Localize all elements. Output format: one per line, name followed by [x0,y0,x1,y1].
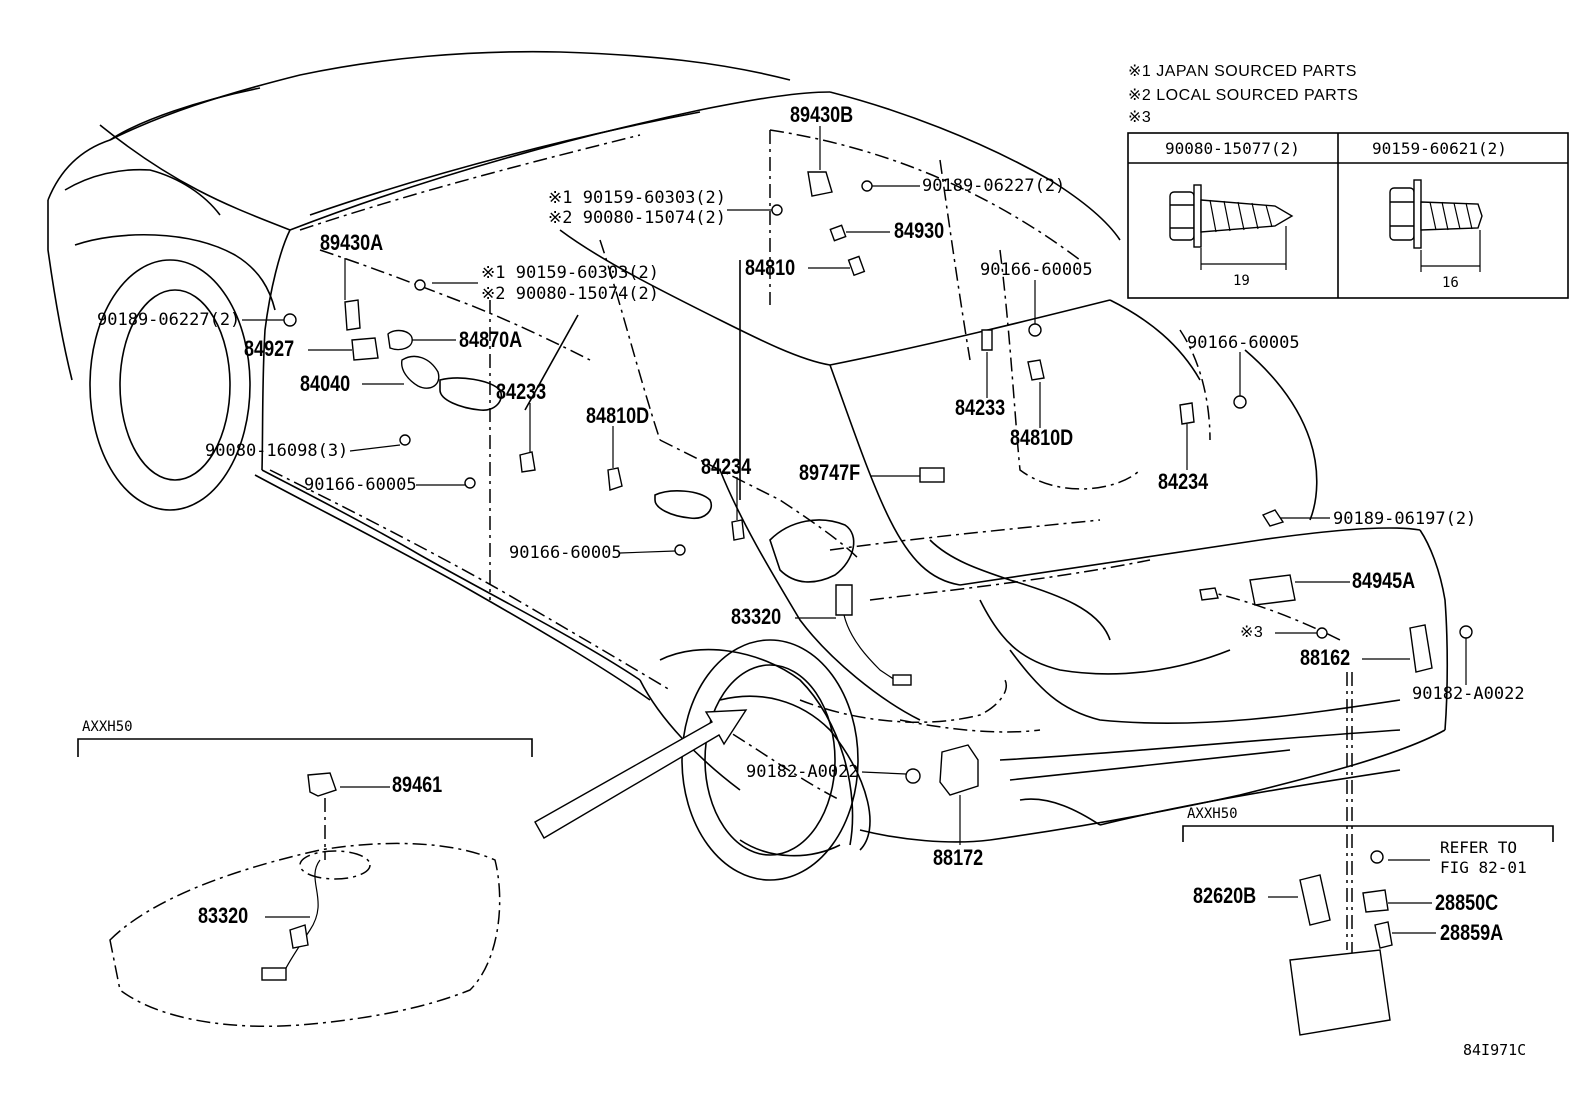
left-inset-tank [77,738,533,1027]
callout-84234-right: 84234 [1158,469,1209,494]
callout-90166-60005-d: 90166-60005 [1187,333,1300,353]
callout-28850C: 28850C [1435,890,1499,915]
callout-84040: 84040 [300,371,351,396]
bolt-table-col2-part: 90159-60621(2) [1372,139,1507,158]
callout-82620B: 82620B [1193,883,1257,908]
refer-to-label: REFER TO [1440,838,1518,857]
callout-90166-60005-c: 90166-60005 [980,260,1093,280]
right-inset-battery [1182,825,1554,1036]
front-wheel [681,639,859,881]
bolt-table-frame [1127,132,1569,299]
callout-90159-60303-upper: ※1 90159-60303(2) [548,188,727,208]
callout-84233-right: 84233 [955,395,1006,420]
callout-88172: 88172 [933,845,984,870]
callout-90166-60005-a: 90166-60005 [304,475,417,495]
inset-left-model: AXXH50 [82,719,133,735]
callout-28859A: 28859A [1440,920,1504,945]
rear-wheel [89,259,251,511]
callout-84870A: 84870A [459,327,523,352]
refer-fig-label: FIG 82-01 [1440,858,1527,877]
callout-90159-60303-lower: ※1 90159-60303(2) [481,263,660,283]
callout-90182-A0022-right: 90182-A0022 [1412,684,1525,704]
inset-right-model: AXXH50 [1187,806,1238,822]
callout-84233-left: 84233 [496,379,547,404]
callout-90189-06227-left: 90189-06227(2) [97,310,241,330]
callout-90189-06197: 90189-06197(2) [1333,509,1477,529]
leader-lines [242,126,1467,845]
callout-89430B: 89430B [790,102,854,127]
direction-arrow [534,709,748,839]
callout-89461: 89461 [392,772,443,797]
callout-83320: 83320 [731,604,782,629]
note-three: ※3 [1128,109,1152,126]
callout-90166-60005-b: 90166-60005 [509,543,622,563]
callout-90189-06227-right: 90189-06227(2) [922,176,1066,196]
callout-88162: 88162 [1300,645,1351,670]
callout-90182-A0022-left: 90182-A0022 [746,762,859,782]
callout-84810D-left: 84810D [586,403,650,428]
callout-89747F: 89747F [799,460,861,485]
callout-84810: 84810 [745,255,796,280]
callout-84930: 84930 [894,218,945,243]
callout-90080-15074-lower: ※2 90080-15074(2) [481,284,660,304]
callout-note3-bolt: ※3 [1240,624,1264,641]
callout-89430A: 89430A [320,230,384,255]
callout-84810D-right: 84810D [1010,425,1074,450]
callout-83320-inset: 83320 [198,903,249,928]
part-shapes [283,171,1473,796]
callout-90080-16098: 90080-16098(3) [205,441,349,461]
bolt-table-col2-length: 16 [1442,275,1459,291]
note-local-sourced: ※2 LOCAL SOURCED PARTS [1128,87,1359,104]
callout-84945A: 84945A [1352,568,1416,593]
callout-84927: 84927 [244,336,295,361]
car-body-outline [47,50,1449,857]
callout-84234-left: 84234 [701,454,752,479]
bolt-table-col1-length: 19 [1233,273,1250,289]
figure-id: 84I971C [1463,1041,1527,1059]
bolt-table-col1-part: 90080-15077(2) [1165,139,1300,158]
callout-90080-15074-upper: ※2 90080-15074(2) [548,208,727,228]
note-japan-sourced: ※1 JAPAN SOURCED PARTS [1128,63,1357,80]
